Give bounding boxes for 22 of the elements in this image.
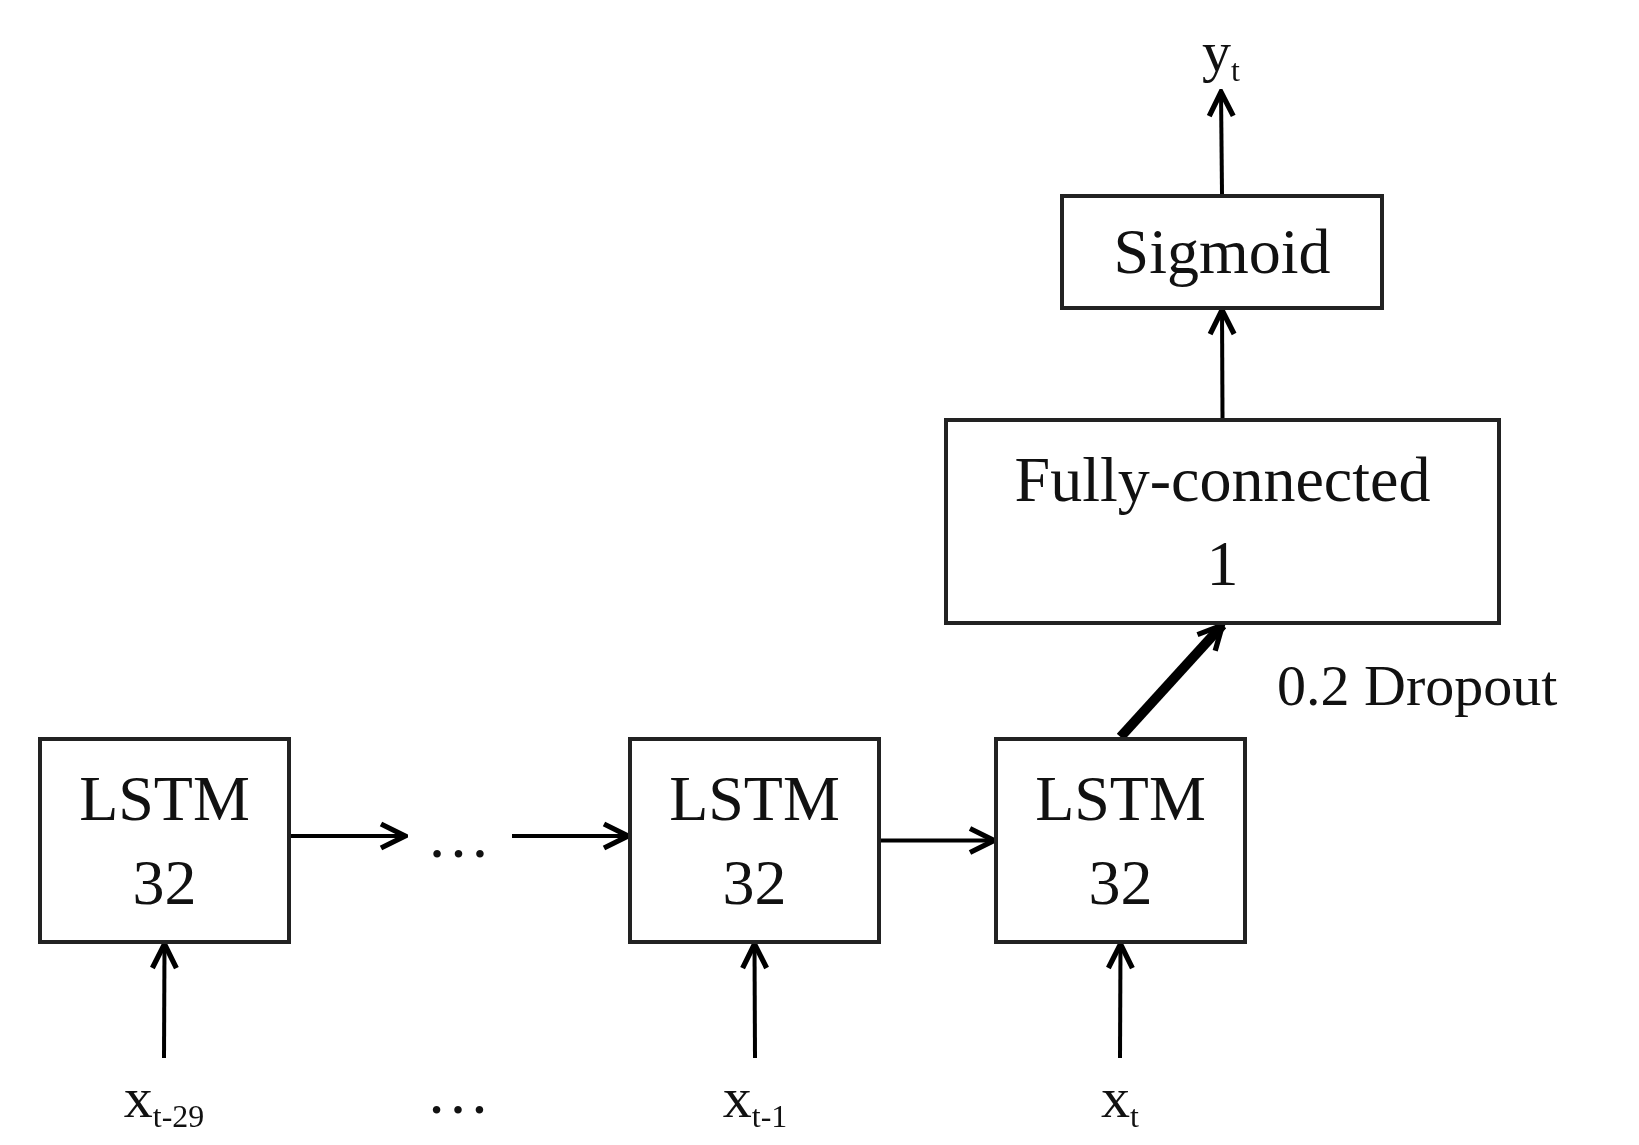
node-label: y$_{t}$ — [1202, 18, 1240, 91]
layer-label: 1 — [1206, 526, 1239, 601]
layer-box — [628, 737, 881, 944]
layer-label: LSTM — [79, 762, 250, 837]
layer-label: 32 — [722, 845, 787, 920]
layer-label: LSTM — [1035, 762, 1206, 837]
layer-label: LSTM — [669, 762, 840, 837]
layer-box — [38, 737, 291, 944]
node-label: x$_{t-1}$ — [722, 1064, 788, 1137]
layer-box — [994, 737, 1247, 944]
layer-label: Sigmoid — [1113, 215, 1331, 290]
layer-label: 32 — [132, 845, 197, 920]
layer-label: 32 — [1088, 845, 1153, 920]
layer-label: Fully-connected — [1014, 443, 1431, 518]
layer-box — [1060, 194, 1384, 310]
arrow — [1206, 89, 1236, 195]
layer-box — [944, 418, 1501, 625]
node-label: x$_{t}$ — [1101, 1064, 1139, 1137]
arrow — [291, 821, 408, 851]
node-label: x$_{t-29}$ — [123, 1064, 205, 1137]
node-label: … — [426, 799, 491, 874]
ellipsis-label: … — [425, 1060, 491, 1124]
